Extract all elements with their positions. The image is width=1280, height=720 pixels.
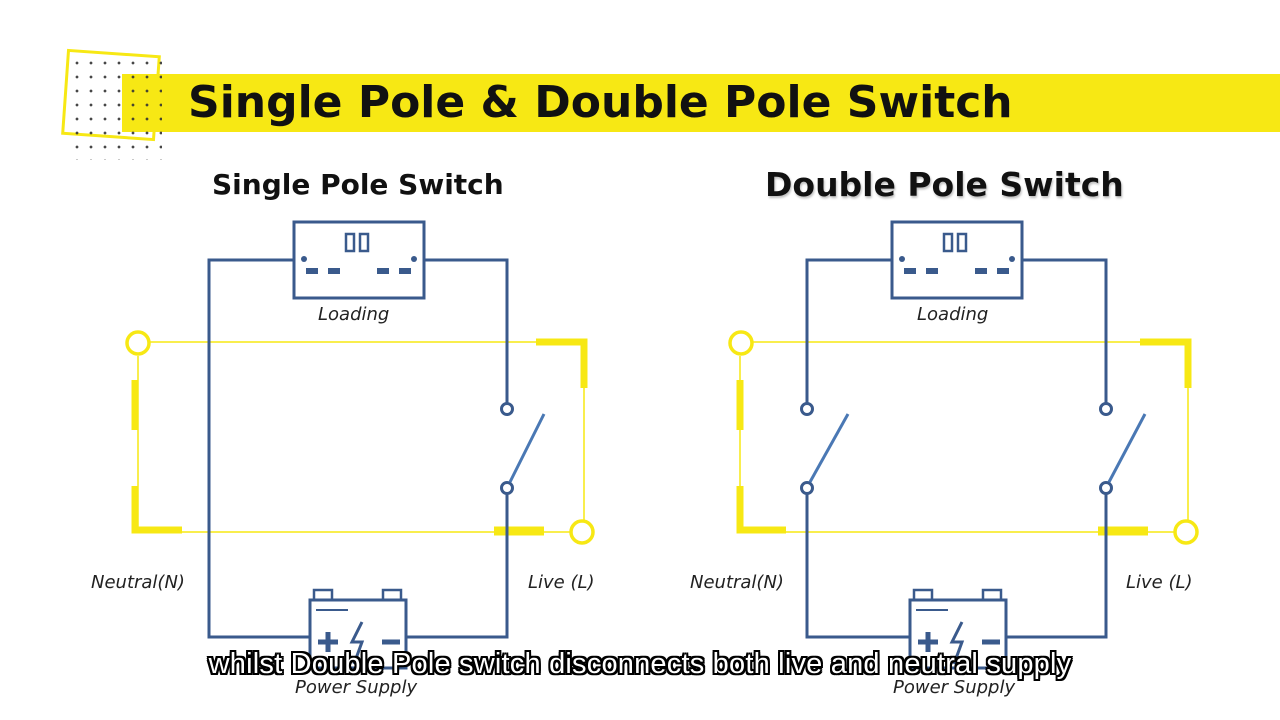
power-supply-label: Power Supply <box>893 677 1016 698</box>
live-terminal-icon <box>569 519 595 545</box>
live-label: Live (L) <box>528 572 595 593</box>
page-title: Single Pole & Double Pole Switch <box>188 77 1013 128</box>
load-label: Loading <box>917 304 989 325</box>
yellow-guide-frame <box>131 338 588 536</box>
live-switch-icon <box>1099 402 1147 495</box>
battery-icon <box>308 588 408 670</box>
double-pole-circuit <box>728 220 1199 670</box>
neutral-terminal-icon <box>728 330 754 356</box>
live-label: Live (L) <box>1126 572 1193 593</box>
yellow-guide-frame <box>736 338 1192 536</box>
title-banner <box>122 74 1280 132</box>
battery-icon <box>908 588 1008 670</box>
circuit-wires <box>207 258 509 639</box>
neutral-switch-icon <box>800 402 850 495</box>
single-pole-heading: Single Pole Switch <box>212 168 504 201</box>
switch-icon <box>500 402 546 495</box>
subtitle-caption: whilst Double Pole switch disconnects bo… <box>208 648 1072 680</box>
load-label: Loading <box>318 304 390 325</box>
neutral-label: Neutral(N) <box>690 572 784 593</box>
socket-outlet-icon <box>292 220 426 300</box>
double-pole-heading: Double Pole Switch <box>765 165 1124 204</box>
neutral-terminal-icon <box>125 330 151 356</box>
neutral-label: Neutral(N) <box>91 572 185 593</box>
socket-outlet-icon <box>890 220 1024 300</box>
power-supply-label: Power Supply <box>295 677 418 698</box>
circuit-wires <box>805 258 1108 639</box>
decorative-dot-grid <box>70 56 162 160</box>
single-pole-circuit <box>125 220 595 670</box>
live-terminal-icon <box>1173 519 1199 545</box>
